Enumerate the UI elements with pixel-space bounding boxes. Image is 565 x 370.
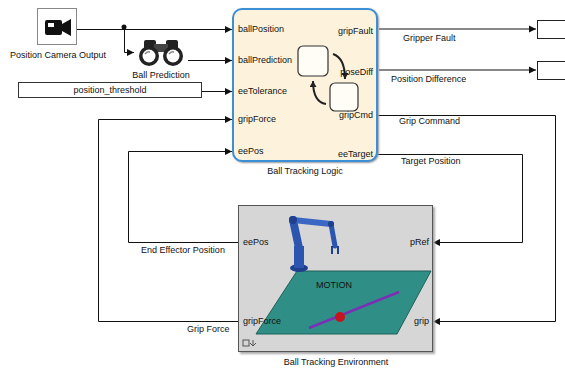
binoculars-icon [134,36,188,68]
signal-name: Grip Command [398,116,461,127]
port-name: eeTarget [338,149,373,160]
signal-line [99,120,239,322]
camera-icon [38,9,78,46]
signal-line [202,91,232,92]
signal-line [379,70,536,71]
block-name: Ball Prediction [132,70,190,81]
block-name: Ball Tracking Environment [284,357,389,368]
signal-name: End Effector Position [140,245,226,256]
block-name: position_threshold [73,85,146,96]
port-name: eePos [238,146,264,157]
signal-line [188,60,232,61]
signal-line [129,152,239,243]
prediction-block: Ball Prediction [134,36,188,68]
constant-block: position_threshold [18,82,202,98]
port-name: ballPrediction [238,55,292,66]
port-name: gripForce [238,114,276,125]
port-name: eeTolerance [238,86,287,97]
signal-name: Grip Force [186,324,231,335]
port-name: gripFault [338,26,373,37]
port-name: MOTION [316,280,352,291]
signal-name: Target Position [400,156,462,167]
block-name: Position Camera Output [10,50,106,61]
block-name: Ball Tracking Logic [267,166,343,177]
signal-name: Gripper Fault [402,33,457,44]
port-name: eePos [243,237,269,248]
port-name: grip [414,316,429,327]
port-name: poseDiff [340,67,373,78]
subsystem-block: eePospRefMOTIONgripForcegripBall Trackin… [238,205,433,352]
port-name: gripCmd [339,110,373,121]
signal-line [379,29,536,30]
camera-source-block: Position Camera Output [37,8,77,45]
signal-name: Position Difference [390,74,467,85]
display-block [538,62,565,80]
branch-dot [122,25,127,30]
display-block [538,21,565,39]
port-name: ballPosition [238,24,284,35]
signal-line [77,30,134,53]
port-name: gripForce [243,316,281,327]
stateflow-chart: ballPosition ballPrediction eeTolerance gri… [232,8,378,162]
port-name: pRef [410,237,429,248]
